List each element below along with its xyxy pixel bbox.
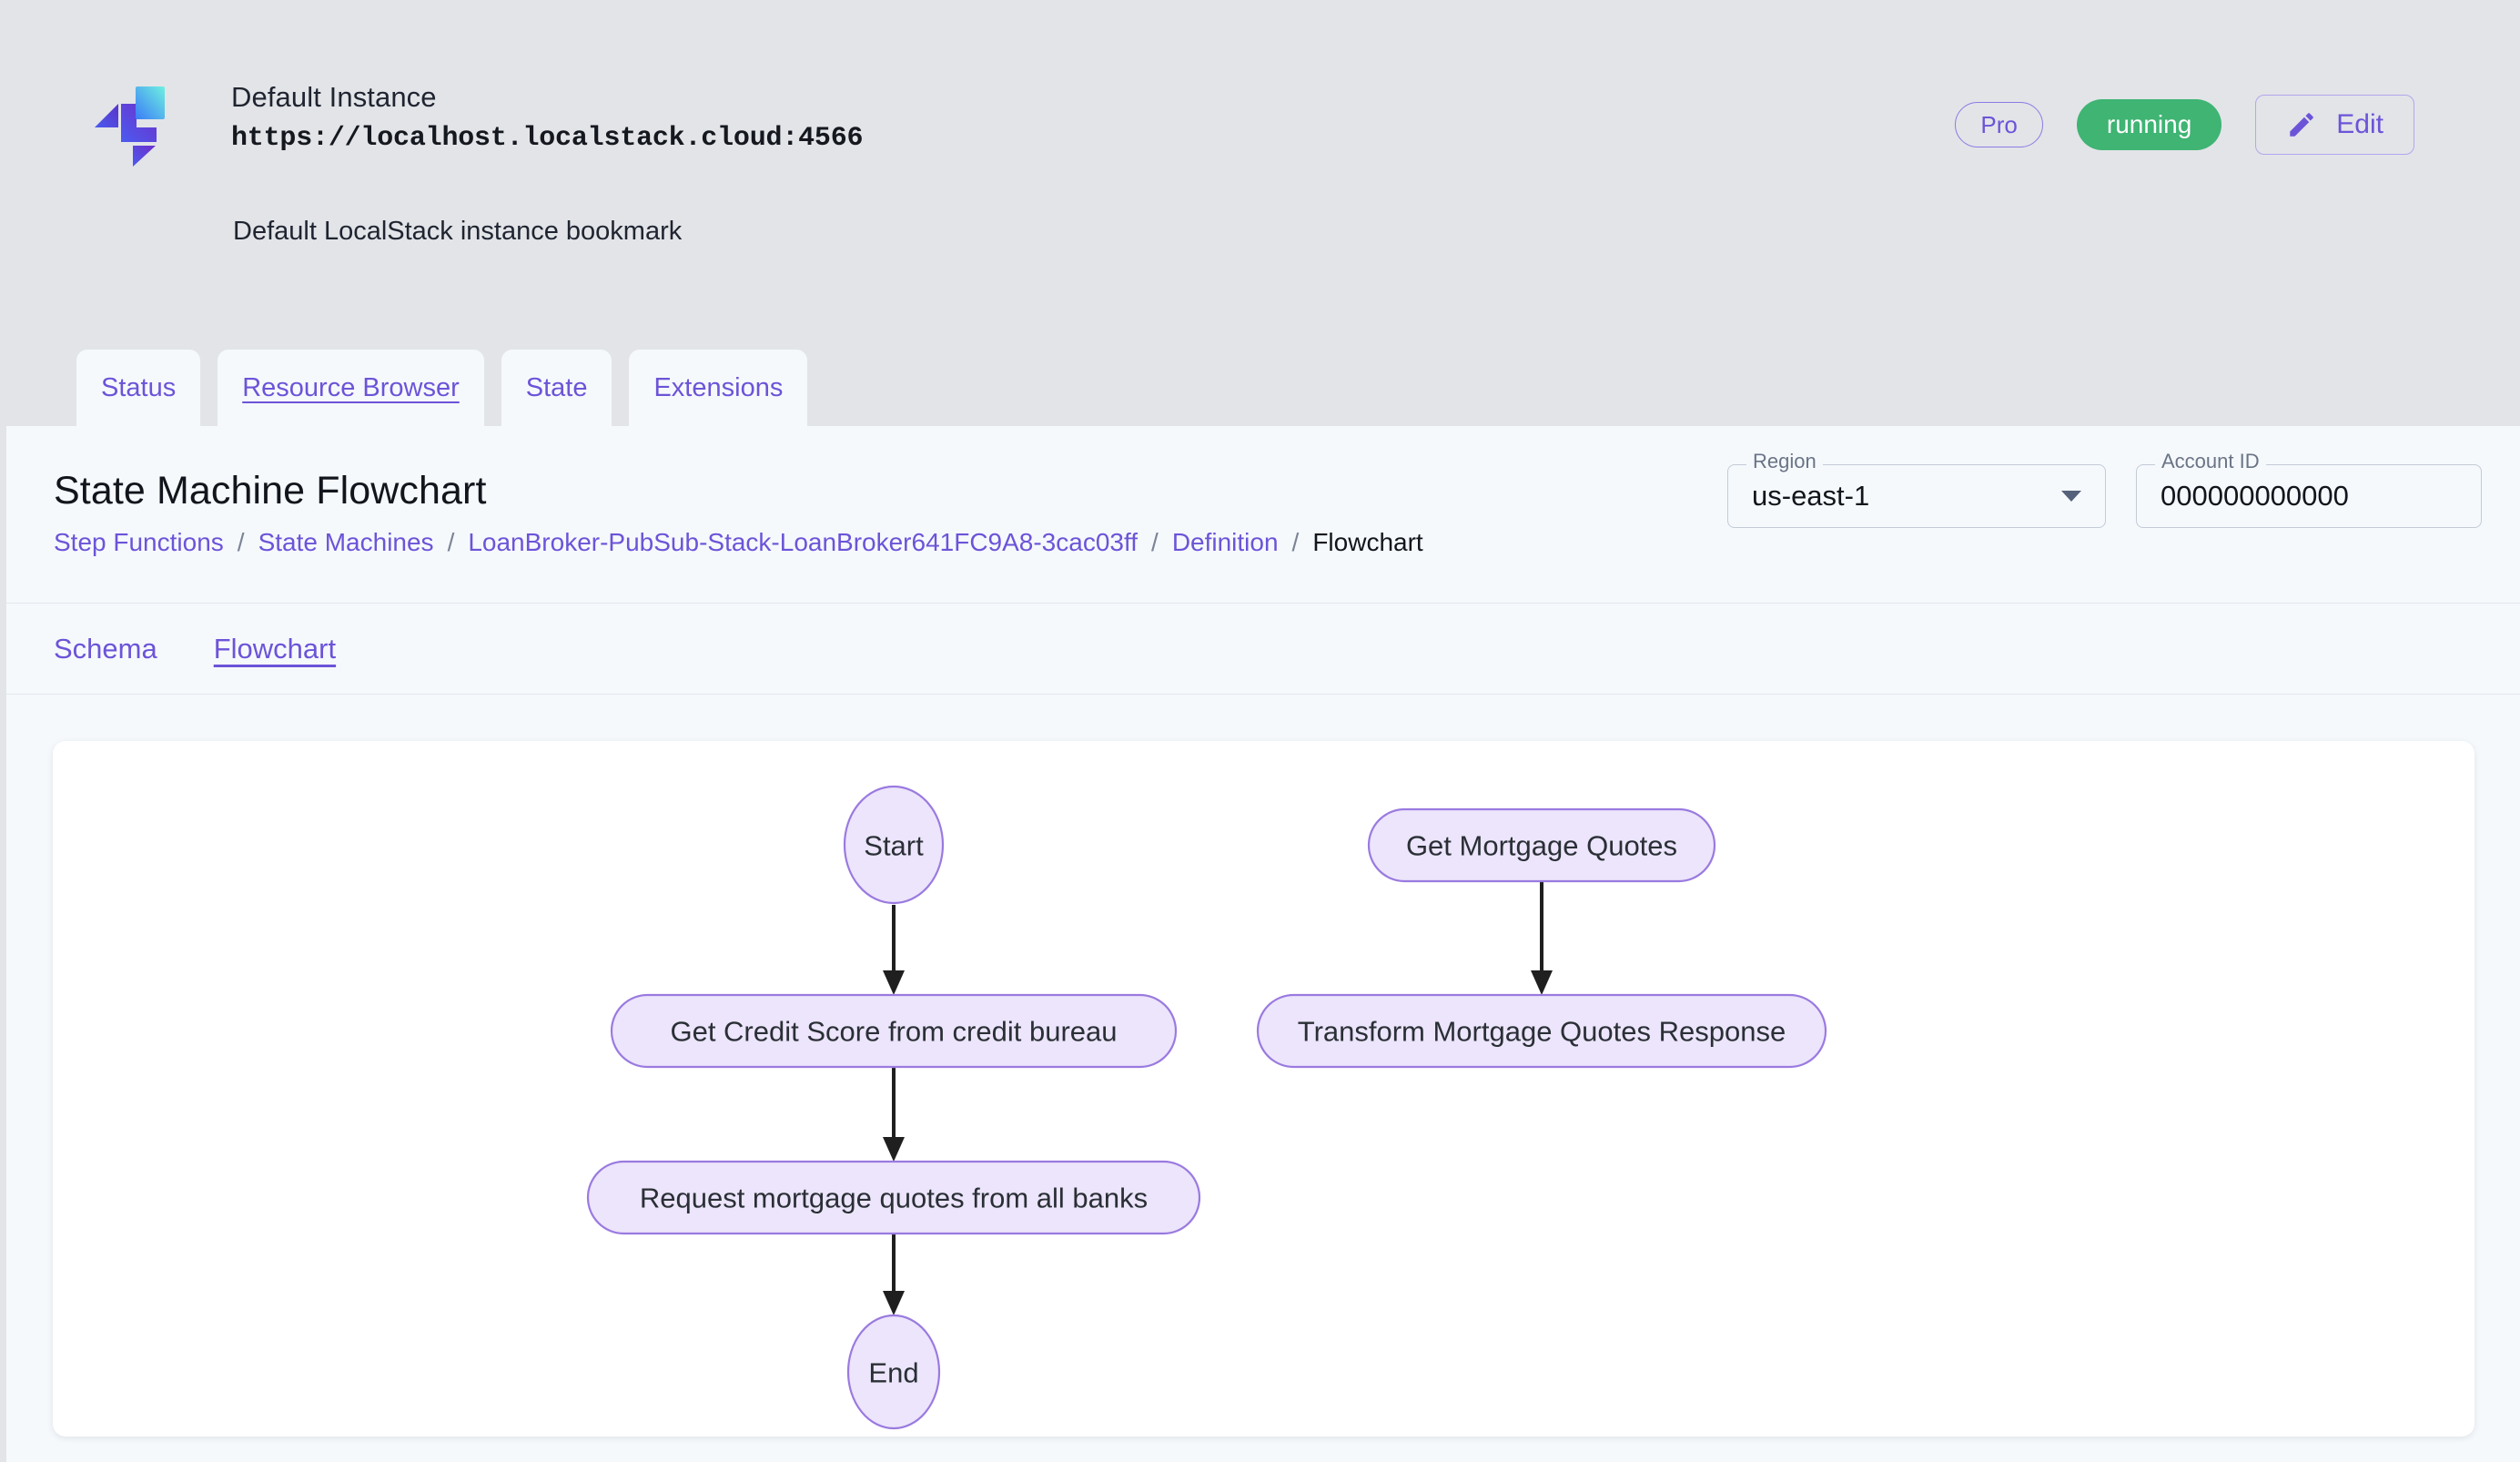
pro-badge[interactable]: Pro (1955, 102, 2043, 147)
sub-tab-schema[interactable]: Schema (54, 632, 157, 665)
tab-extensions-label: Extensions (653, 372, 784, 402)
breadcrumb-separator: / (237, 528, 245, 556)
main-tabs: Status Resource Browser State Extensions (76, 350, 808, 426)
breadcrumb-separator: / (1291, 528, 1300, 556)
brand-row: Default Instance https://localhost.local… (87, 80, 864, 168)
flow-node-start[interactable]: Start (843, 785, 945, 905)
breadcrumb-separator: / (447, 528, 455, 556)
region-value: us-east-1 (1752, 480, 1870, 512)
instance-description: Default LocalStack instance bookmark (233, 217, 683, 246)
edge-request-mortgage-quotes-to-end (883, 1234, 905, 1315)
edit-button-label: Edit (2336, 109, 2383, 139)
breadcrumb-item-flowchart: Flowchart (1312, 528, 1423, 556)
content-panel: State Machine Flowchart Step Functions /… (6, 426, 2520, 1462)
breadcrumb: Step Functions / State Machines / LoanBr… (54, 528, 1423, 557)
flow-node-transform-mortgage-quotes-response-label: Transform Mortgage Quotes Response (1298, 1016, 1786, 1048)
page-title: State Machine Flowchart (54, 469, 487, 513)
tab-state[interactable]: State (501, 350, 612, 426)
account-id-value: 000000000000 (2161, 480, 2349, 512)
flow-node-start-label: Start (864, 830, 924, 862)
header-actions: Pro running Edit (1955, 95, 2414, 155)
tab-status-label: Status (101, 372, 177, 402)
sub-tab-flowchart[interactable]: Flowchart (213, 632, 337, 665)
sub-tabs: Schema Flowchart (6, 604, 2520, 695)
flow-node-request-mortgage-quotes[interactable]: Request mortgage quotes from all banks (586, 1160, 1201, 1235)
chevron-down-icon (2061, 491, 2081, 502)
region-label: Region (1746, 452, 1823, 472)
page-header: State Machine Flowchart Step Functions /… (6, 426, 2520, 604)
status-badge: running (2076, 99, 2222, 150)
flow-node-get-mortgage-quotes[interactable]: Get Mortgage Quotes (1367, 807, 1716, 883)
header-fields: Region us-east-1 Account ID 000000000000 (1727, 452, 2482, 528)
tab-status[interactable]: Status (76, 350, 201, 426)
tab-state-label: State (525, 372, 588, 402)
edge-get-credit-score-to-request-mortgage-quotes (883, 1067, 905, 1162)
edge-get-mortgage-quotes-to-transform-response (1531, 881, 1553, 995)
flow-node-get-credit-score[interactable]: Get Credit Score from credit bureau (610, 993, 1178, 1069)
pencil-icon (2286, 109, 2317, 140)
flowchart-canvas[interactable]: Start Get Credit Score from credit burea… (53, 741, 2474, 1437)
edit-button[interactable]: Edit (2255, 95, 2414, 155)
tab-resource-browser-label: Resource Browser (242, 372, 460, 402)
flow-node-request-mortgage-quotes-label: Request mortgage quotes from all banks (640, 1183, 1148, 1214)
localstack-logo-icon (87, 80, 175, 168)
flow-node-get-credit-score-label: Get Credit Score from credit bureau (670, 1016, 1117, 1048)
flow-node-end-label: End (868, 1357, 918, 1389)
flowchart-svg: Start Get Credit Score from credit burea… (586, 785, 1827, 1430)
flow-node-end[interactable]: End (846, 1314, 941, 1430)
flow-node-get-mortgage-quotes-label: Get Mortgage Quotes (1406, 830, 1677, 862)
edge-start-to-get-credit-score (883, 905, 905, 995)
breadcrumb-item-state-machines[interactable]: State Machines (258, 528, 434, 556)
tab-extensions[interactable]: Extensions (629, 350, 808, 426)
account-id-field[interactable]: Account ID 000000000000 (2136, 452, 2482, 528)
breadcrumb-item-state-machine-name[interactable]: LoanBroker-PubSub-Stack-LoanBroker641FC9… (468, 528, 1139, 556)
flow-node-transform-mortgage-quotes-response[interactable]: Transform Mortgage Quotes Response (1256, 993, 1827, 1069)
breadcrumb-separator: / (1151, 528, 1159, 556)
instance-name: Default Instance (231, 81, 437, 113)
app-header: Default Instance https://localhost.local… (0, 0, 2520, 426)
breadcrumb-item-step-functions[interactable]: Step Functions (54, 528, 224, 556)
instance-url: https://localhost.localstack.cloud:4566 (231, 122, 864, 154)
breadcrumb-item-definition[interactable]: Definition (1171, 528, 1279, 556)
region-select[interactable]: Region us-east-1 (1727, 452, 2106, 528)
account-id-label: Account ID (2155, 452, 2266, 472)
tab-resource-browser[interactable]: Resource Browser (218, 350, 484, 426)
